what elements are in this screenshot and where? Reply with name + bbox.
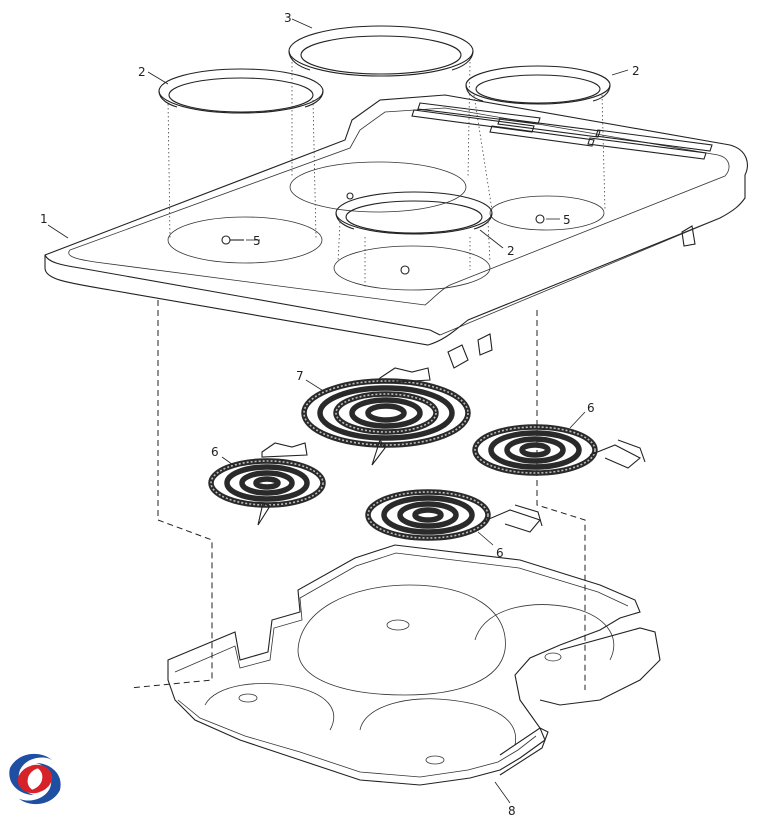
brand-swirl-icon bbox=[9, 753, 61, 805]
callout-8: 8 bbox=[508, 804, 516, 818]
part-8-burner-box: 8 bbox=[167, 544, 661, 818]
callout-6b: 6 bbox=[587, 401, 595, 415]
part-2-trim-rings: 2 2 2 bbox=[138, 64, 640, 263]
element-6-right: 6 bbox=[472, 401, 646, 476]
part-7-large-element: 7 bbox=[296, 367, 471, 466]
vent-slots bbox=[411, 102, 713, 160]
part-6-small-elements: 6 6 6 bbox=[208, 401, 646, 560]
callout-2c: 2 bbox=[507, 244, 515, 258]
part-3-large-trim-ring: 3 bbox=[284, 11, 474, 179]
element-6-center: 6 bbox=[365, 489, 543, 560]
callout-5b: 5 bbox=[563, 213, 571, 227]
callout-2b: 2 bbox=[632, 64, 640, 78]
callout-2a: 2 bbox=[138, 65, 146, 79]
callout-5a: 5 bbox=[253, 234, 261, 248]
callout-1: 1 bbox=[40, 212, 48, 226]
callout-6a: 6 bbox=[211, 445, 219, 459]
callout-3: 3 bbox=[284, 11, 292, 25]
part-1-cooktop: 1 bbox=[40, 94, 748, 369]
callout-6c: 6 bbox=[496, 546, 504, 560]
callout-7: 7 bbox=[296, 369, 304, 383]
element-6-left: 6 bbox=[208, 442, 326, 526]
part-5-screws: 5 5 bbox=[221, 192, 571, 275]
